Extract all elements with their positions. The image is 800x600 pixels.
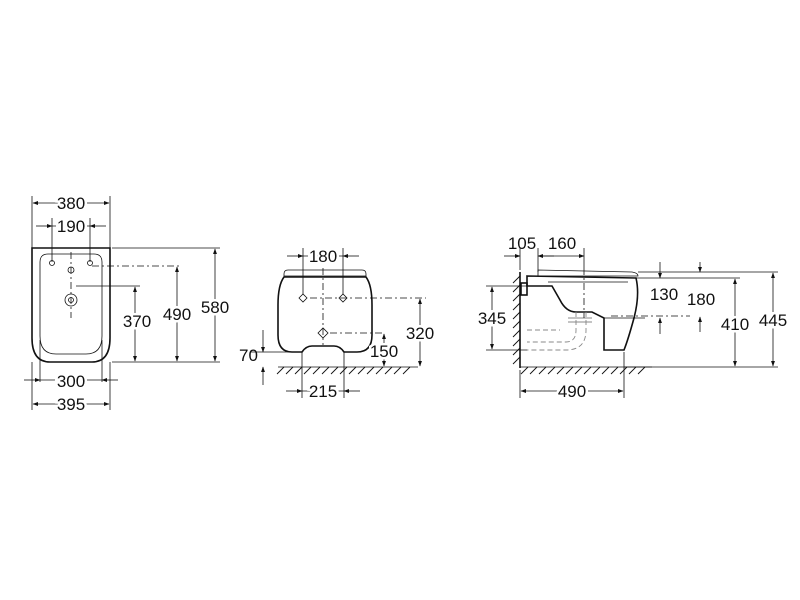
label-410: 410 bbox=[721, 315, 749, 334]
side-view: 105 160 345 130 180 410 445 490 bbox=[475, 234, 789, 404]
hatch-stroke bbox=[384, 366, 393, 375]
hatch-stroke bbox=[330, 366, 339, 375]
hatch-stroke bbox=[529, 366, 538, 375]
hatch-stroke bbox=[574, 366, 583, 375]
top-view: 380 190 370 490 580 300 395 bbox=[24, 192, 232, 417]
floor-hatch bbox=[520, 366, 646, 375]
hatch-stroke bbox=[402, 366, 411, 375]
hatch-stroke bbox=[538, 366, 547, 375]
wall-hatch bbox=[512, 275, 521, 365]
hatch-stroke bbox=[512, 275, 521, 284]
label-70: 70 bbox=[239, 346, 258, 365]
lid bbox=[283, 269, 367, 277]
side-view-outline bbox=[526, 275, 639, 351]
label-490: 490 bbox=[163, 305, 191, 324]
hatch-stroke bbox=[547, 366, 556, 375]
label-320: 320 bbox=[406, 324, 434, 343]
hatch-stroke bbox=[610, 366, 619, 375]
label-490-side: 490 bbox=[558, 382, 586, 401]
label-395: 395 bbox=[57, 395, 85, 414]
hatch-stroke bbox=[637, 366, 646, 375]
fixing-hole-left bbox=[298, 293, 308, 303]
top-view-outline bbox=[31, 247, 111, 363]
side-lid bbox=[537, 269, 639, 277]
hatch-stroke bbox=[512, 311, 521, 320]
waste-pipe bbox=[527, 312, 587, 351]
hatch-stroke bbox=[512, 347, 521, 356]
hatch-stroke bbox=[348, 366, 357, 375]
hatch-stroke bbox=[512, 356, 521, 365]
label-160: 160 bbox=[548, 234, 576, 253]
trap bbox=[568, 317, 592, 323]
floor-hatch bbox=[276, 366, 411, 375]
hatch-stroke bbox=[321, 366, 330, 375]
hatch-stroke bbox=[303, 366, 312, 375]
label-380: 380 bbox=[57, 194, 85, 213]
label-150: 150 bbox=[370, 342, 398, 361]
hatch-stroke bbox=[565, 366, 574, 375]
water-inlet bbox=[317, 327, 329, 339]
hatch-stroke bbox=[601, 366, 610, 375]
hatch-stroke bbox=[375, 366, 384, 375]
hatch-stroke bbox=[312, 366, 321, 375]
hatch-stroke bbox=[583, 366, 592, 375]
label-215: 215 bbox=[309, 382, 337, 401]
label-345: 345 bbox=[478, 309, 506, 328]
front-view-outline bbox=[277, 276, 373, 353]
hatch-stroke bbox=[628, 366, 637, 375]
label-180-front: 180 bbox=[309, 247, 337, 266]
label-300: 300 bbox=[57, 372, 85, 391]
hatch-stroke bbox=[512, 293, 521, 302]
wall-bracket bbox=[520, 282, 528, 296]
label-370: 370 bbox=[123, 312, 151, 331]
hatch-stroke bbox=[357, 366, 366, 375]
hatch-stroke bbox=[294, 366, 303, 375]
hatch-stroke bbox=[276, 366, 285, 375]
hatch-stroke bbox=[339, 366, 348, 375]
hatch-stroke bbox=[556, 366, 565, 375]
hatch-stroke bbox=[285, 366, 294, 375]
hatch-stroke bbox=[512, 338, 521, 347]
label-580: 580 bbox=[201, 298, 229, 317]
hatch-stroke bbox=[619, 366, 628, 375]
top-view-bowl bbox=[39, 253, 103, 355]
label-190: 190 bbox=[57, 217, 85, 236]
hatch-stroke bbox=[520, 366, 529, 375]
label-445: 445 bbox=[759, 311, 787, 330]
front-view: 180 70 150 320 215 bbox=[239, 245, 437, 404]
hatch-stroke bbox=[512, 302, 521, 311]
label-130: 130 bbox=[650, 285, 678, 304]
hatch-stroke bbox=[393, 366, 402, 375]
label-180-side: 180 bbox=[687, 290, 715, 309]
hatch-stroke bbox=[592, 366, 601, 375]
hatch-stroke bbox=[366, 366, 375, 375]
hatch-stroke bbox=[512, 329, 521, 338]
hatch-stroke bbox=[512, 320, 521, 329]
label-105: 105 bbox=[508, 234, 536, 253]
